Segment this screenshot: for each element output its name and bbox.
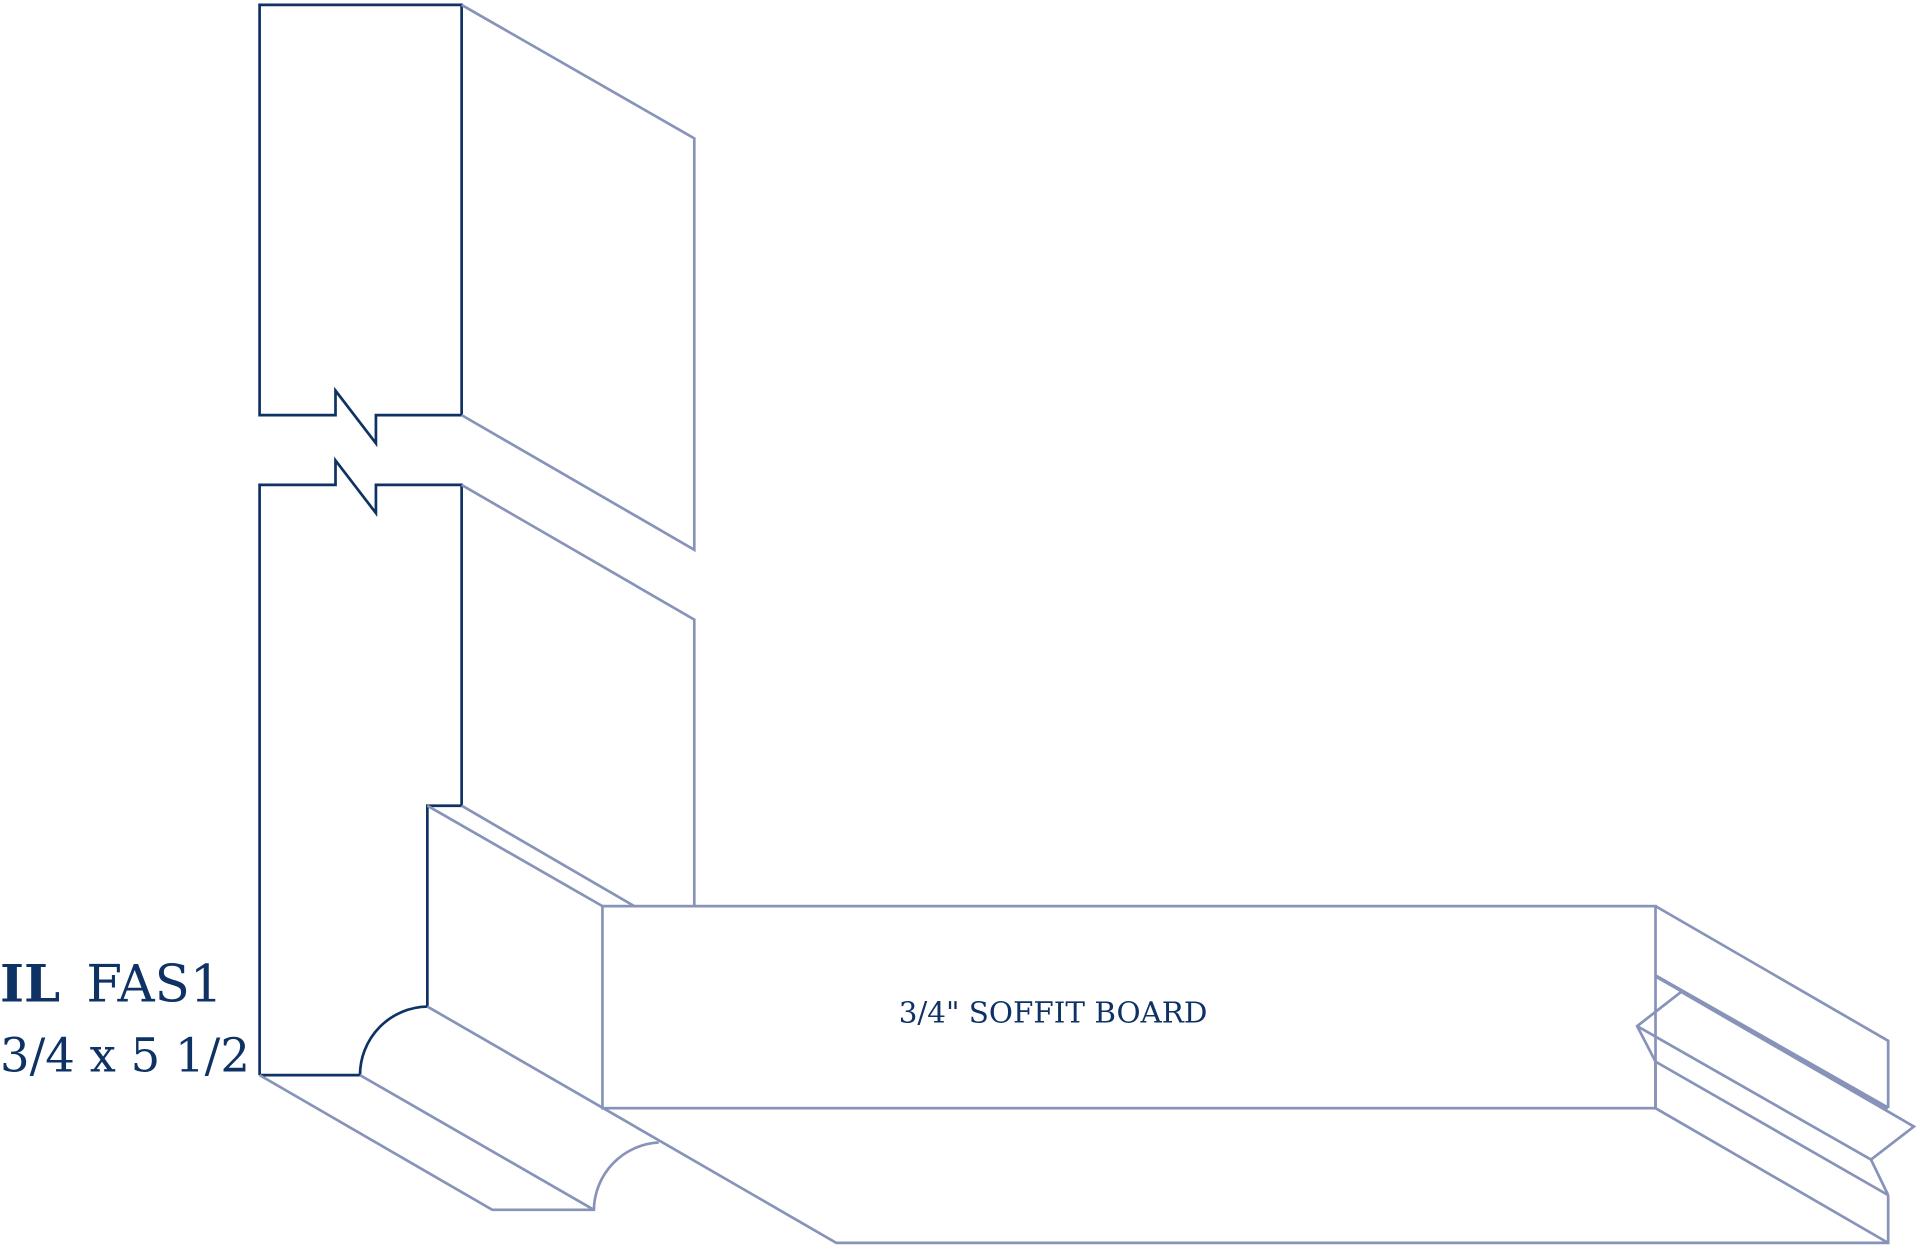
fascia-edge-line bbox=[426, 804, 604, 908]
soffit-board-label: 3/4" SOFFIT BOARD bbox=[899, 995, 1208, 1029]
fascia-bottom-edge bbox=[426, 1005, 1890, 1245]
product-prefix: IL bbox=[0, 955, 60, 1015]
groove-tongue bbox=[1635, 990, 1683, 1109]
fascia-lower-face bbox=[460, 483, 696, 907]
groove-top-face bbox=[1654, 904, 1890, 1109]
fascia-edge-line bbox=[460, 804, 635, 908]
soffit-groove-end bbox=[1635, 904, 1917, 1197]
product-title: IL FAS1 3/4 x 5 1/2 bbox=[0, 955, 250, 1083]
cove-bottom bbox=[258, 1073, 659, 1212]
soffit-board: 3/4" SOFFIT BOARD bbox=[601, 904, 1889, 1245]
fascia-lower-profile bbox=[258, 456, 463, 1077]
product-code: IL FAS1 bbox=[0, 955, 223, 1015]
fascia-lower-section bbox=[258, 456, 1890, 1245]
product-code-text: FAS1 bbox=[86, 955, 222, 1015]
groove-lower-line bbox=[1654, 1060, 1889, 1197]
groove-tongue-top bbox=[1680, 990, 1917, 1161]
fascia-upper-section bbox=[258, 3, 696, 553]
soffit-board-face bbox=[601, 904, 1657, 1110]
fascia-upper-face bbox=[460, 3, 696, 553]
cove-edge-line bbox=[359, 1073, 595, 1211]
product-dimensions: 3/4 x 5 1/2 bbox=[0, 1028, 250, 1082]
soffit-edge-line bbox=[1654, 1107, 1889, 1245]
fascia-upper-profile bbox=[258, 3, 463, 448]
